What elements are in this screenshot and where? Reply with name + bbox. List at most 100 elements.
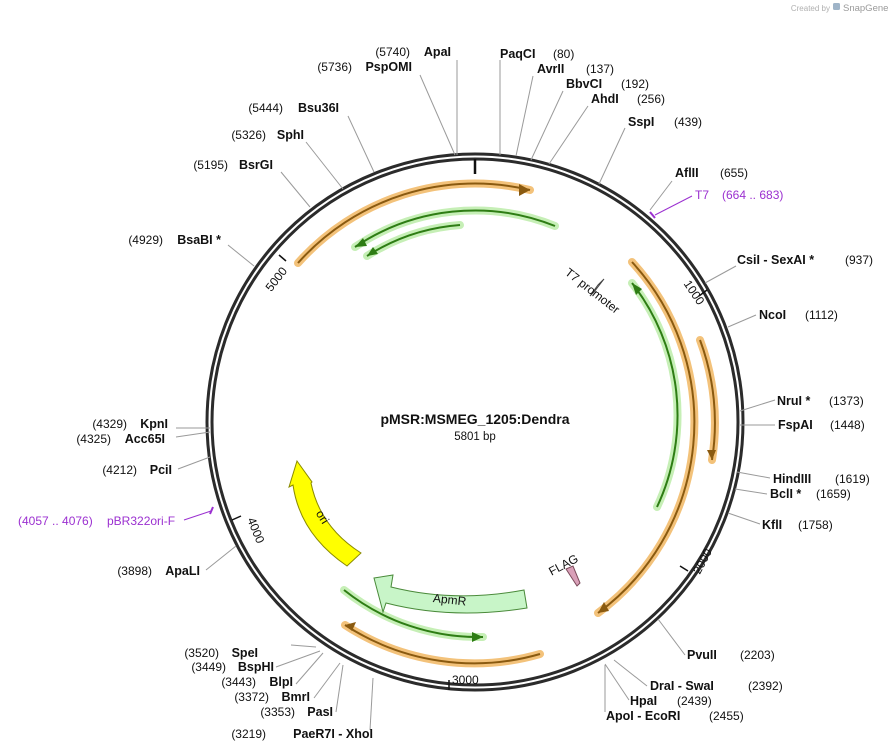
enzyme-bsu36i[interactable]: (5444) Bsu36I (248, 101, 339, 115)
pbr322-primer-marker[interactable] (183, 506, 214, 521)
svg-text:(3898): (3898) (117, 564, 152, 578)
svg-text:(3219): (3219) (231, 727, 266, 741)
apmr-label: ApmR (432, 591, 467, 608)
primer-pbr322ori-f[interactable]: (4057 .. 4076) pBR322ori-F (18, 514, 175, 528)
svg-text:AhdI: AhdI (591, 92, 619, 106)
svg-text:BbvCI: BbvCI (566, 77, 602, 91)
enzyme-pvuii[interactable]: PvuII (2203) (687, 648, 775, 662)
enzyme-apoi[interactable]: ApoI - EcoRI (2455) (606, 709, 744, 723)
svg-text:HindIII: HindIII (773, 472, 811, 486)
svg-text:SpeI: SpeI (232, 646, 258, 660)
credit-prefix: Created by (791, 4, 830, 13)
svg-text:BsaBI *: BsaBI * (177, 233, 221, 247)
t7-primer-marker[interactable] (649, 195, 693, 219)
enzyme-paqci[interactable]: PaqCI (80) (500, 47, 574, 61)
enzyme-fspai[interactable]: FspAI (1448) (778, 418, 865, 432)
tick-3000: 3000 (448, 673, 479, 690)
enzyme-bsabi[interactable]: (4929) BsaBI * (128, 233, 221, 247)
enzyme-apali[interactable]: (3898) ApaLI (117, 564, 200, 578)
enzyme-spei[interactable]: (3520) SpeI (184, 646, 258, 660)
svg-text:BclI *: BclI * (770, 487, 801, 501)
svg-text:HpaI: HpaI (630, 694, 657, 708)
svg-text:PspOMI: PspOMI (365, 60, 412, 74)
enzyme-ncoi[interactable]: NcoI (1112) (759, 308, 838, 322)
svg-text:BmrI: BmrI (282, 690, 310, 704)
svg-text:ApaI: ApaI (424, 45, 451, 59)
svg-text:(3443): (3443) (221, 675, 256, 689)
svg-text:T7: T7 (695, 188, 709, 202)
svg-text:(4057 .. 4076): (4057 .. 4076) (18, 514, 93, 528)
enzyme-bsrgi[interactable]: (5195) BsrGI (193, 158, 273, 172)
enzyme-aflii[interactable]: AflII (655) (675, 166, 748, 180)
enzyme-pasi[interactable]: (3353) PasI (260, 705, 333, 719)
svg-text:(2392): (2392) (748, 679, 783, 693)
enzyme-kpni[interactable]: (4329) KpnI (92, 417, 168, 431)
backbone-outer (205, 152, 745, 692)
enzyme-pspomi[interactable]: (5736) PspOMI (317, 60, 412, 74)
svg-text:(256): (256) (637, 92, 665, 106)
svg-text:(137): (137) (586, 62, 614, 76)
enzyme-blpi[interactable]: (3443) BlpI (221, 675, 293, 689)
svg-text:pBR322ori-F: pBR322ori-F (107, 514, 175, 528)
enzyme-ahdi[interactable]: AhdI (256) (591, 92, 665, 106)
enzyme-sphi[interactable]: (5326) SphI (231, 128, 304, 142)
enzyme-bsphi[interactable]: (3449) BspHI (191, 660, 274, 674)
enzyme-avrii[interactable]: AvrII (137) (537, 62, 614, 76)
ori-feature[interactable]: ori (288, 459, 362, 567)
svg-text:KpnI: KpnI (140, 417, 168, 431)
svg-text:SphI: SphI (277, 128, 304, 142)
svg-text:(1659): (1659) (816, 487, 851, 501)
enzyme-bmri[interactable]: (3372) BmrI (234, 690, 310, 704)
enzyme-acc65i[interactable]: (4325) Acc65I (76, 432, 165, 446)
enzyme-nrui[interactable]: NruI * (1373) (777, 394, 864, 408)
svg-text:(5736): (5736) (317, 60, 352, 74)
svg-text:AflII: AflII (675, 166, 699, 180)
primer-t7[interactable]: T7 (664 .. 683) (695, 188, 783, 202)
t7-promoter-feature[interactable]: T7 promoter (562, 265, 622, 316)
svg-text:SnapGene: SnapGene (843, 3, 888, 14)
ori-label: ori (313, 508, 332, 527)
apmr-feature[interactable]: ApmR (373, 574, 528, 614)
svg-text:(4329): (4329) (92, 417, 127, 431)
enzyme-csii[interactable]: CsiI - SexAI * (937) (737, 253, 873, 267)
plasmid-name: pMSR:MSMEG_1205:Dendra (380, 411, 569, 427)
svg-text:(80): (80) (553, 47, 574, 61)
enzyme-leader-lines (175, 60, 776, 731)
enzyme-sspi[interactable]: SspI (439) (628, 115, 702, 129)
svg-text:(2439): (2439) (677, 694, 712, 708)
svg-text:3000: 3000 (452, 673, 479, 687)
svg-text:(2455): (2455) (709, 709, 744, 723)
tick-4000: 4000 (231, 515, 267, 546)
enzyme-apai[interactable]: (5740) ApaI (375, 45, 451, 59)
svg-text:(2203): (2203) (740, 648, 775, 662)
enzyme-pcii[interactable]: (4212) PciI (102, 463, 172, 477)
enzyme-hindiii[interactable]: HindIII (1619) (773, 472, 870, 486)
svg-text:(664 .. 683): (664 .. 683) (722, 188, 783, 202)
svg-text:BspHI: BspHI (238, 660, 274, 674)
svg-text:(937): (937) (845, 253, 873, 267)
svg-text:(5444): (5444) (248, 101, 283, 115)
svg-text:FspAI: FspAI (778, 418, 813, 432)
enzyme-kfli[interactable]: KflI (1758) (762, 518, 833, 532)
svg-text:CsiI - SexAI *: CsiI - SexAI * (737, 253, 814, 267)
svg-text:(1373): (1373) (829, 394, 864, 408)
svg-text:(192): (192) (621, 77, 649, 91)
enzyme-drai[interactable]: DraI - SwaI (2392) (650, 679, 783, 693)
svg-text:PvuII: PvuII (687, 648, 717, 662)
svg-text:(655): (655) (720, 166, 748, 180)
enzyme-hpai[interactable]: HpaI (2439) (630, 694, 712, 708)
enzyme-paer7i[interactable]: (3219) PaeR7I - XhoI (231, 727, 373, 741)
svg-text:(439): (439) (674, 115, 702, 129)
svg-text:BlpI: BlpI (269, 675, 293, 689)
svg-text:KflI: KflI (762, 518, 782, 532)
svg-text:(3520): (3520) (184, 646, 219, 660)
svg-text:(5326): (5326) (231, 128, 266, 142)
flag-feature[interactable]: FLAG (546, 551, 581, 587)
svg-text:SspI: SspI (628, 115, 654, 129)
svg-text:(1619): (1619) (835, 472, 870, 486)
svg-text:(1758): (1758) (798, 518, 833, 532)
svg-text:DraI - SwaI: DraI - SwaI (650, 679, 714, 693)
enzyme-bbvci[interactable]: BbvCI (192) (566, 77, 649, 91)
enzyme-bcli[interactable]: BclI * (1659) (770, 487, 851, 501)
svg-text:(3449): (3449) (191, 660, 226, 674)
